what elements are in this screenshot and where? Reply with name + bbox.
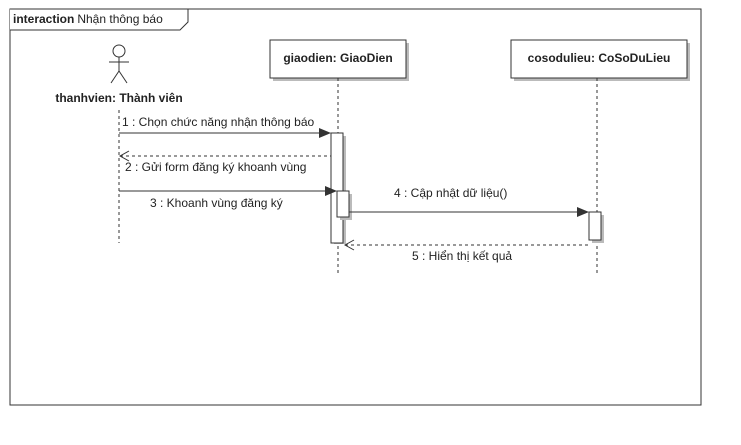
lifeline-label-giaodien: giaodien: GiaoDien [283, 51, 392, 65]
message-5[interactable]: 5 : Hiển thị kết quả [343, 239, 589, 263]
message-1-label: 1 : Chọn chức năng nhận thông báo [122, 115, 315, 129]
activation-cosodulieu [588, 211, 604, 243]
message-1[interactable]: 1 : Chọn chức năng nhận thông báo [119, 115, 331, 138]
lifeline-head-cosodulieu[interactable]: cosodulieu: CoSoDuLieu [510, 39, 690, 81]
message-4[interactable]: 4 : Cập nhật dữ liệu() [349, 186, 589, 217]
message-4-label: 4 : Cập nhật dữ liệu() [394, 186, 507, 200]
message-3[interactable]: 3 : Khoanh vùng đăng ký [119, 186, 337, 210]
arrowhead-filled-icon [577, 207, 589, 217]
frame-keyword: interaction [13, 12, 74, 26]
activation-giaodien-nested [336, 190, 352, 220]
frame-title: Nhận thông báo [77, 12, 163, 26]
actor-label: thanhvien: Thành viên [55, 91, 182, 105]
actor-thanhvien[interactable]: thanhvien: Thành viên [55, 44, 183, 105]
arrowhead-open-icon [118, 150, 130, 162]
message-2[interactable]: 2 : Gửi form đăng ký khoanh vùng [118, 150, 331, 174]
message-2-label: 2 : Gửi form đăng ký khoanh vùng [125, 160, 306, 174]
arrowhead-filled-icon [325, 186, 337, 196]
arrowhead-filled-icon [319, 128, 331, 138]
arrowhead-open-icon [343, 239, 355, 251]
stick-figure-icon [109, 44, 129, 84]
message-5-label: 5 : Hiển thị kết quả [412, 249, 512, 263]
lifeline-head-giaodien[interactable]: giaodien: GiaoDien [269, 39, 409, 81]
activation-giaodien [330, 132, 346, 244]
message-3-label: 3 : Khoanh vùng đăng ký [150, 196, 283, 210]
lifeline-label-cosodulieu: cosodulieu: CoSoDuLieu [528, 51, 671, 65]
